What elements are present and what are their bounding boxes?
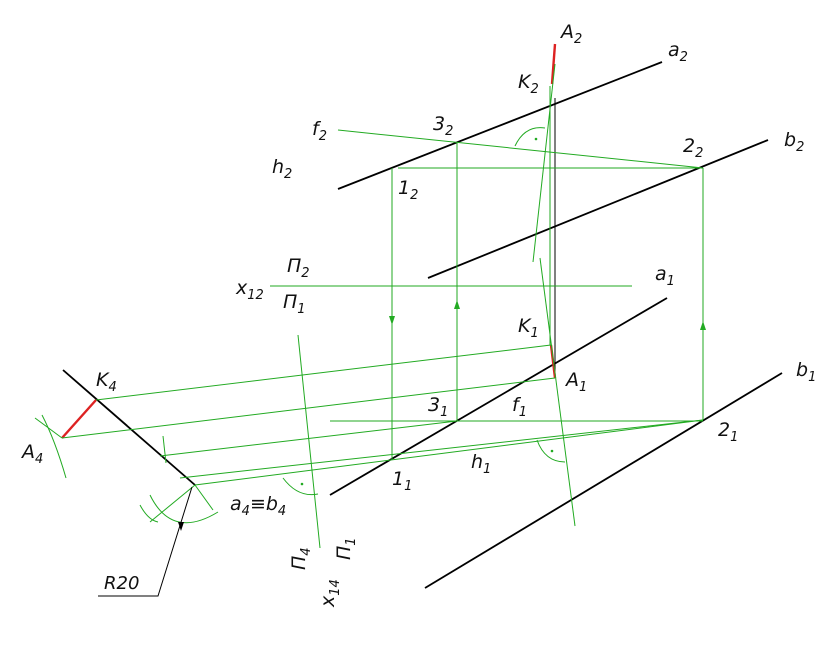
arrowhead-R20: [178, 522, 184, 531]
transfer-K: [95, 344, 552, 401]
label-f1: f1: [512, 394, 527, 420]
line-f2: [337, 129, 704, 169]
right-angle-dot-lower: [550, 449, 554, 453]
tick-K4: [162, 435, 167, 464]
arrow-down-1: [389, 316, 395, 325]
right-angle-lower: [536, 439, 566, 463]
perpendicular-upper: [532, 63, 556, 263]
label-x14: x14: [317, 579, 343, 608]
arrow-up-2: [700, 321, 706, 330]
right-angle-dot-x14: [300, 482, 304, 486]
right-angle-x14: [282, 477, 319, 496]
perpendicular-lower: [539, 257, 576, 527]
label-R20: R20: [104, 573, 139, 594]
label-3-1: 31: [428, 394, 448, 420]
label-A4: A4: [20, 441, 43, 467]
label-K2: K2: [518, 71, 539, 97]
line-a2: [337, 61, 663, 190]
label-A1: A1: [564, 369, 587, 395]
arc-r20-bottom: [149, 494, 219, 524]
label-b2: b2: [784, 129, 804, 155]
tick-A4-left: [34, 417, 63, 439]
label-Pi1-vertical: Π1: [333, 537, 359, 560]
label-2-2: 22: [683, 135, 703, 161]
right-angle-upper: [514, 127, 546, 147]
axis-x14: [297, 334, 321, 549]
segment-A4-K4: [61, 399, 97, 439]
label-1-2: 12: [398, 177, 418, 203]
label-K1: K1: [518, 315, 539, 341]
segment-A2-K2: [550, 43, 557, 85]
label-Pi1: Π1: [283, 291, 306, 317]
label-3-2: 32: [433, 113, 453, 139]
radius-line-b: [194, 484, 214, 511]
arc-A4: [41, 414, 67, 479]
right-angle-dot-upper: [534, 137, 538, 141]
label-h2: h2: [272, 156, 292, 182]
label-f2: f2: [312, 118, 327, 144]
line-a4-b4-edge: [62, 369, 196, 486]
transfer-3: [159, 420, 458, 457]
label-K4: K4: [96, 369, 117, 395]
radius-line-a: [149, 484, 196, 523]
arrow-up-3: [454, 300, 460, 309]
label-x12: x12: [235, 277, 264, 303]
arc-r20-left: [139, 504, 159, 523]
label-Pi2: Π2: [287, 255, 310, 281]
transfer-2: [194, 419, 704, 486]
label-Pi4: Π4: [288, 547, 314, 570]
line-a1: [329, 297, 668, 496]
label-1-1: 11: [392, 468, 412, 494]
label-a2: a2: [668, 39, 688, 65]
line-h1: [179, 419, 704, 479]
label-2-1: 21: [718, 419, 738, 445]
label-a1: a1: [655, 263, 675, 289]
line-b1: [424, 372, 783, 589]
line-b2: [427, 139, 769, 279]
transfer-A: [61, 377, 556, 439]
label-h1: h1: [471, 451, 491, 477]
label-A2: A2: [559, 21, 582, 47]
label-a4-b4: a4≡b4: [230, 493, 286, 519]
label-b1: b1: [796, 359, 816, 385]
